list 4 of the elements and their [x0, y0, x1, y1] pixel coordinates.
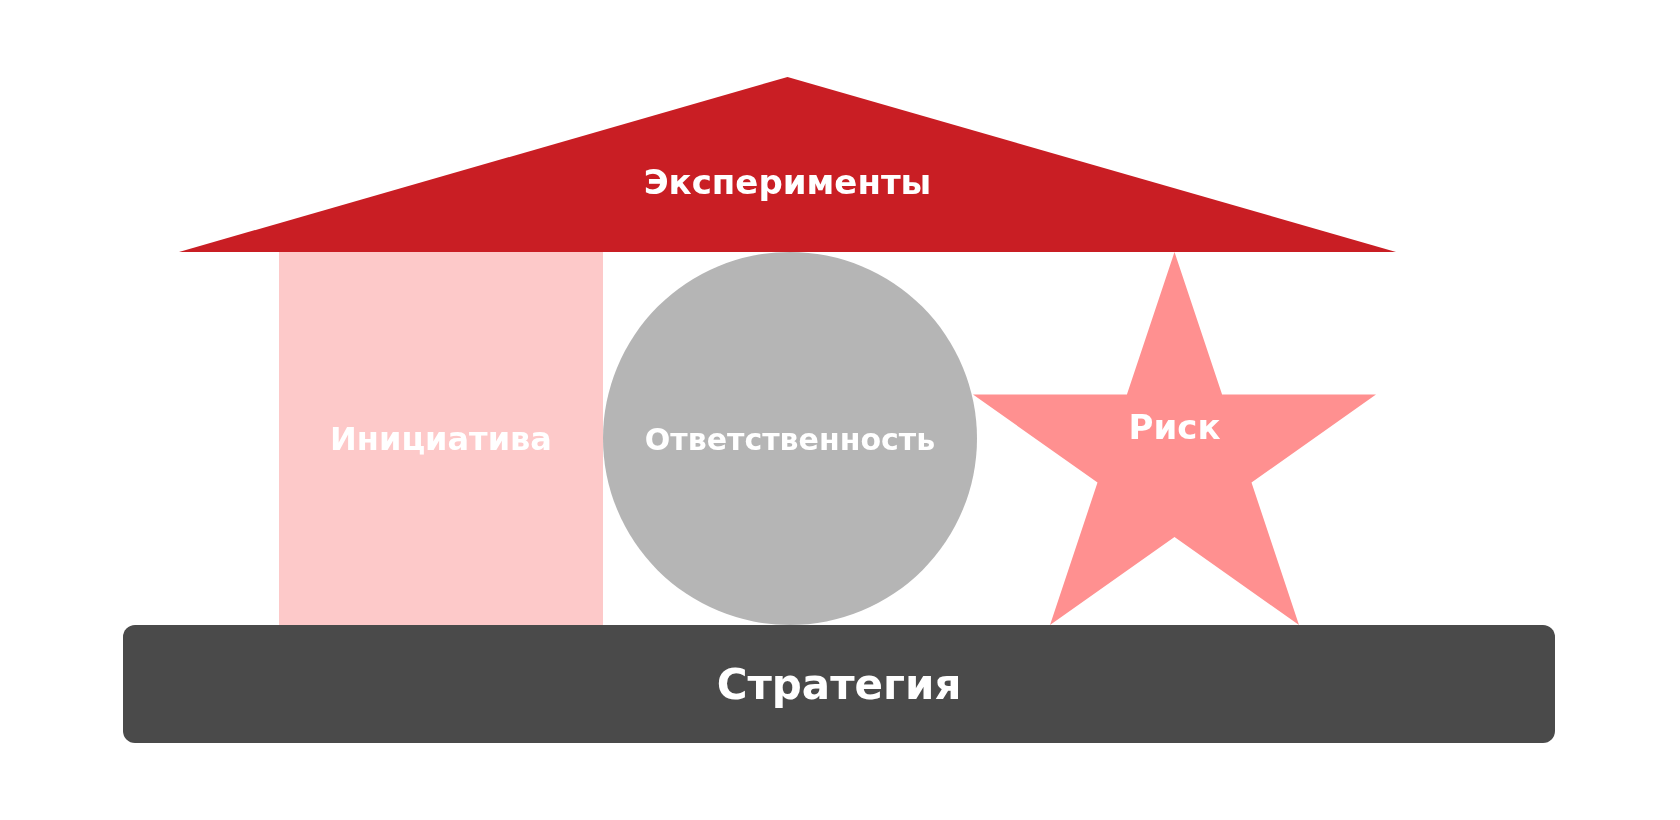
shape-label: Стратегия	[716, 659, 962, 709]
shape-label: Риск	[1128, 407, 1221, 448]
shape-label: Ответственность	[644, 421, 936, 456]
shape-label: Эксперименты	[643, 162, 932, 202]
